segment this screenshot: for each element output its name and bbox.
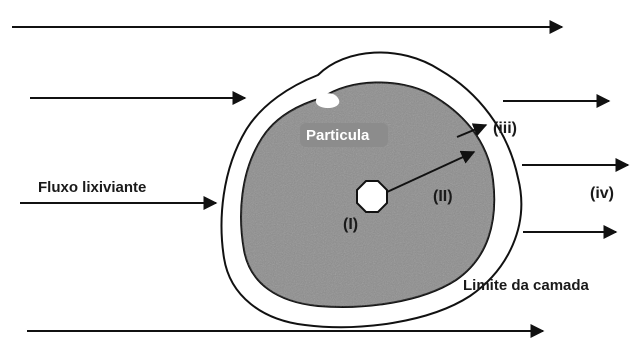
- stage-ii-label: (II): [433, 189, 453, 205]
- stage-iii-label: (iii): [493, 121, 517, 137]
- boundary-layer-label: Limite da camada: [463, 278, 589, 293]
- particle-core: [357, 181, 387, 212]
- stage-iv-label: (iv): [590, 186, 614, 202]
- particle-label: Particula: [306, 128, 369, 143]
- leach-flow-label: Fluxo lixiviante: [38, 180, 146, 195]
- stage-i-label: (I): [343, 217, 358, 233]
